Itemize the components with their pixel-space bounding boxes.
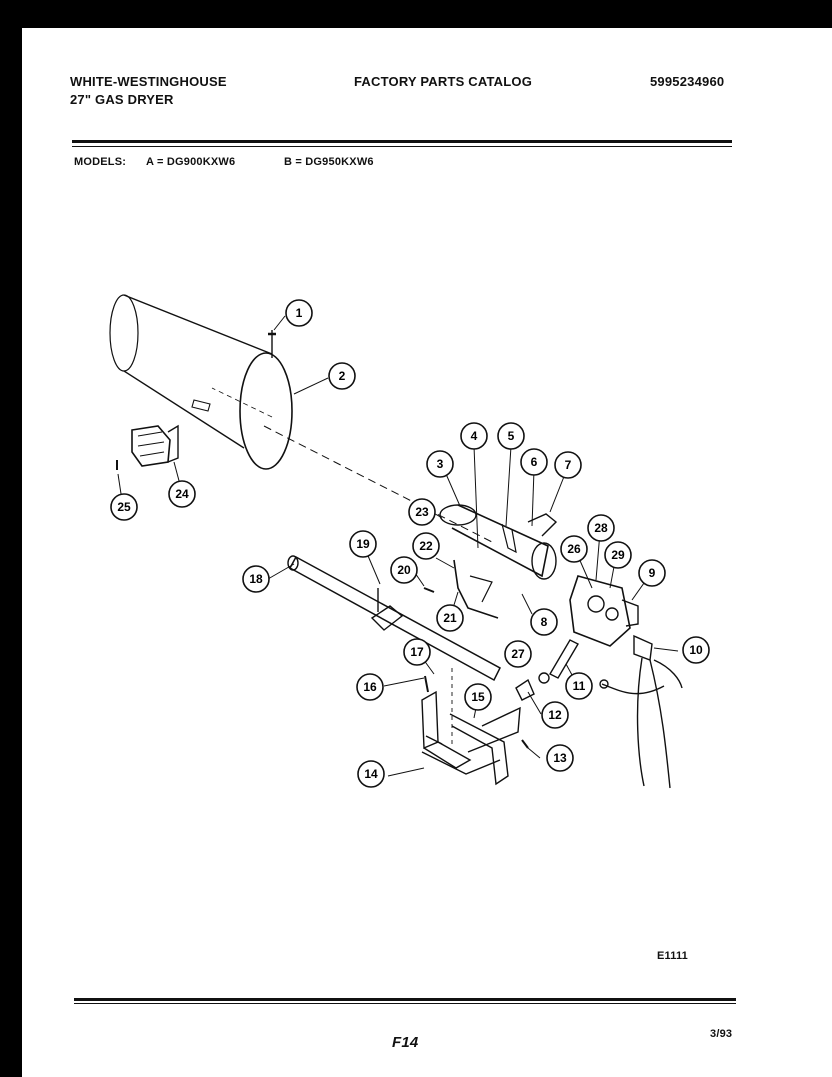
header-rule: [72, 140, 732, 143]
svg-text:29: 29: [611, 548, 625, 562]
model-b: B = DG950KXW6: [284, 156, 374, 168]
gas-valve: [569, 575, 639, 647]
callout-21: 21: [436, 604, 464, 632]
svg-text:8: 8: [541, 615, 548, 629]
burner-bracket: [421, 690, 521, 786]
svg-text:3: 3: [437, 457, 444, 471]
svg-text:2: 2: [339, 369, 346, 383]
svg-text:18: 18: [249, 572, 263, 586]
callout-5: 5: [497, 422, 525, 450]
svg-text:25: 25: [117, 500, 131, 514]
callout-24: 24: [168, 480, 196, 508]
svg-text:7: 7: [565, 458, 572, 472]
callout-22: 22: [412, 532, 440, 560]
svg-text:19: 19: [356, 537, 370, 551]
product-name: 27" GAS DRYER: [70, 92, 174, 107]
header-rule-thin: [72, 146, 732, 147]
models-label: MODELS:: [74, 156, 127, 168]
callout-18: 18: [242, 565, 270, 593]
callout-3: 3: [426, 450, 454, 478]
callout-17: 17: [403, 638, 431, 666]
callout-14: 14: [357, 760, 385, 788]
page-number: F14: [392, 1034, 419, 1051]
parts-catalog-page: WHITE-WESTINGHOUSE 27" GAS DRYER FACTORY…: [22, 28, 832, 1077]
svg-text:5: 5: [508, 429, 515, 443]
leader-lines: [117, 315, 679, 777]
callout-1: 1: [285, 299, 313, 327]
callout-26: 26: [560, 535, 588, 563]
svg-text:28: 28: [594, 521, 608, 535]
svg-text:21: 21: [443, 611, 457, 625]
drawing-code: E1111: [657, 950, 688, 962]
svg-text:23: 23: [415, 505, 429, 519]
callout-23: 23: [408, 498, 436, 526]
svg-text:26: 26: [567, 542, 581, 556]
svg-text:16: 16: [363, 680, 377, 694]
screw-part: [268, 330, 276, 358]
burner-tube: [287, 555, 501, 682]
svg-text:17: 17: [410, 645, 424, 659]
callout-29: 29: [604, 541, 632, 569]
brand-name: WHITE-WESTINGHOUSE: [70, 74, 227, 89]
svg-text:12: 12: [548, 708, 562, 722]
callout-6: 6: [520, 448, 548, 476]
svg-text:27: 27: [511, 647, 525, 661]
svg-text:24: 24: [175, 487, 189, 501]
callout-25: 25: [110, 493, 138, 521]
svg-text:6: 6: [531, 455, 538, 469]
callout-11: 11: [565, 672, 593, 700]
footer-rule-thin: [74, 1003, 736, 1004]
svg-text:20: 20: [397, 563, 411, 577]
callout-9: 9: [638, 559, 666, 587]
svg-text:15: 15: [471, 690, 485, 704]
svg-text:13: 13: [553, 751, 567, 765]
callout-16: 16: [356, 673, 384, 701]
footer-rule: [74, 998, 736, 1001]
svg-text:10: 10: [689, 643, 703, 657]
svg-text:22: 22: [419, 539, 433, 553]
callout-10: 10: [682, 636, 710, 664]
callout-20: 20: [390, 556, 418, 584]
callout-12: 12: [541, 701, 569, 729]
callout-15: 15: [464, 683, 492, 711]
svg-text:1: 1: [296, 306, 303, 320]
svg-text:11: 11: [573, 679, 586, 693]
callout-7: 7: [554, 451, 582, 479]
callout-27: 27: [504, 640, 532, 668]
sensor-switch: [131, 424, 179, 467]
burner-assembly: [439, 504, 558, 580]
callout-19: 19: [349, 530, 377, 558]
exploded-parts-diagram: 1 2 3 4 5 6 7 8 9 10 11 12 13 14 15 16 1…: [109, 294, 710, 789]
callout-13: 13: [546, 744, 574, 772]
catalog-title: FACTORY PARTS CATALOG: [354, 74, 533, 89]
callout-28: 28: [587, 514, 615, 542]
svg-text:9: 9: [649, 566, 656, 580]
catalog-number: 5995234960: [650, 74, 725, 89]
wiring-harness: [599, 634, 683, 789]
model-a: A = DG900KXW6: [146, 156, 236, 168]
callout-4: 4: [460, 422, 488, 450]
callout-8: 8: [530, 608, 558, 636]
svg-text:4: 4: [471, 429, 478, 443]
drum: [109, 294, 293, 470]
callouts: 1 2 3 4 5 6 7 8 9 10 11 12 13 14 15 16 1…: [110, 299, 710, 788]
revision-date: 3/93: [710, 1028, 733, 1040]
callout-2: 2: [328, 362, 356, 390]
svg-text:14: 14: [364, 767, 378, 781]
